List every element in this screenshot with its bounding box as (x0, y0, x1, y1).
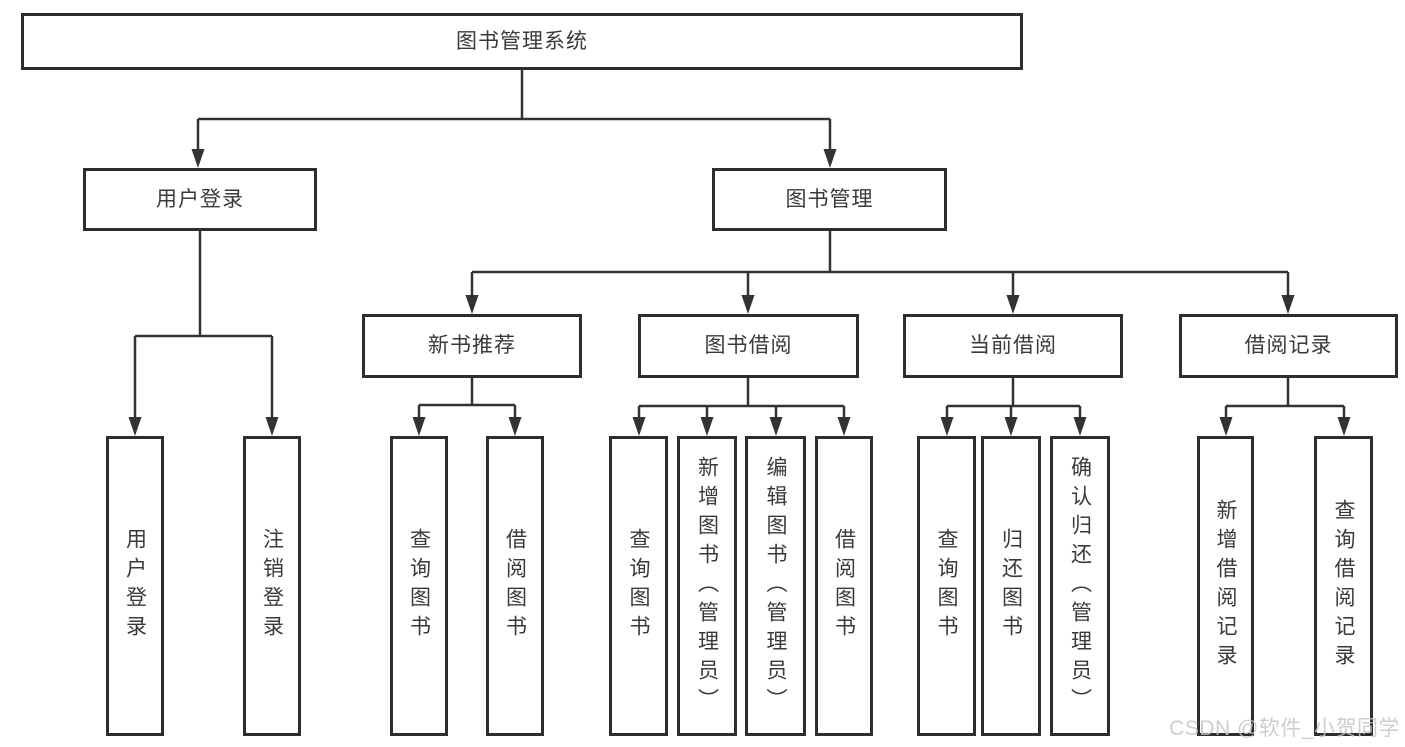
node-cb-confirm-return-admin-label: 确认归还（管理员） (1068, 455, 1092, 717)
node-br-query-record-label: 查询借阅记录 (1332, 499, 1355, 673)
node-bb-query-books-label: 查询图书 (627, 528, 650, 644)
node-current-borrowing: 当前借阅 (903, 314, 1123, 378)
node-logout-action: 注销登录 (243, 436, 301, 736)
watermark: CSDN @软件_小贺同学 (1169, 717, 1400, 740)
node-user-login-action: 用户登录 (106, 436, 164, 736)
connector-borrowrec-children (1224, 378, 1346, 420)
arrowheads-level4 (412, 417, 1351, 436)
node-cb-query-books-label: 查询图书 (935, 528, 958, 644)
node-bb-edit-books-admin-label: 编辑图书（管理员） (764, 455, 787, 717)
node-new-book-recommend: 新书推荐 (362, 314, 582, 378)
node-bb-edit-books-admin: 编辑图书（管理员） (745, 436, 806, 736)
node-book-management: 图书管理 (712, 168, 947, 231)
node-br-query-record: 查询借阅记录 (1314, 436, 1373, 736)
node-book-borrowing-label: 图书借阅 (704, 334, 793, 358)
node-cb-query-books: 查询图书 (917, 436, 976, 736)
connector-root-to-level2 (196, 69, 832, 152)
node-cb-return-books: 归还图书 (981, 436, 1041, 736)
node-book-borrowing: 图书借阅 (638, 314, 859, 378)
node-current-borrowing-label: 当前借阅 (969, 334, 1057, 358)
node-br-add-record-label: 新增借阅记录 (1214, 499, 1237, 673)
node-nb-query-books: 查询图书 (390, 436, 448, 736)
node-borrow-records-label: 借阅记录 (1244, 334, 1333, 358)
node-bb-add-books-admin: 新增图书（管理员） (677, 436, 737, 736)
node-logout-action-label: 注销登录 (260, 528, 284, 644)
node-user-login-action-label: 用户登录 (123, 528, 147, 644)
node-bb-borrow-books-label: 借阅图书 (832, 528, 856, 644)
arrowheads-userlogin-children (128, 417, 279, 436)
connector-bookmgmt-to-level3 (470, 229, 1290, 298)
node-root-label: 图书管理系统 (456, 29, 588, 53)
node-user-login: 用户登录 (83, 168, 317, 231)
node-book-management-label: 图书管理 (785, 187, 874, 211)
node-bb-query-books: 查询图书 (609, 436, 668, 736)
node-cb-return-books-label: 归还图书 (999, 528, 1023, 644)
node-bb-borrow-books: 借阅图书 (815, 436, 873, 736)
node-new-book-recommend-label: 新书推荐 (428, 334, 516, 358)
arrowheads-level2 (191, 149, 837, 168)
node-user-login-label: 用户登录 (156, 187, 244, 211)
node-root: 图书管理系统 (21, 13, 1023, 70)
node-bb-add-books-admin-label: 新增图书（管理员） (695, 455, 719, 717)
node-nb-borrow-books-label: 借阅图书 (503, 528, 527, 644)
node-cb-confirm-return-admin: 确认归还（管理员） (1050, 436, 1110, 736)
connector-bookborrow-children (637, 378, 846, 420)
node-br-add-record: 新增借阅记录 (1197, 436, 1254, 736)
connector-userlogin-children (133, 229, 274, 420)
connector-curborrow-children (945, 378, 1082, 420)
node-nb-query-books-label: 查询图书 (407, 528, 431, 644)
node-borrow-records: 借阅记录 (1179, 314, 1398, 378)
arrowheads-level3 (465, 295, 1295, 314)
connector-newbooks-children (417, 378, 517, 420)
node-nb-borrow-books: 借阅图书 (486, 436, 544, 736)
